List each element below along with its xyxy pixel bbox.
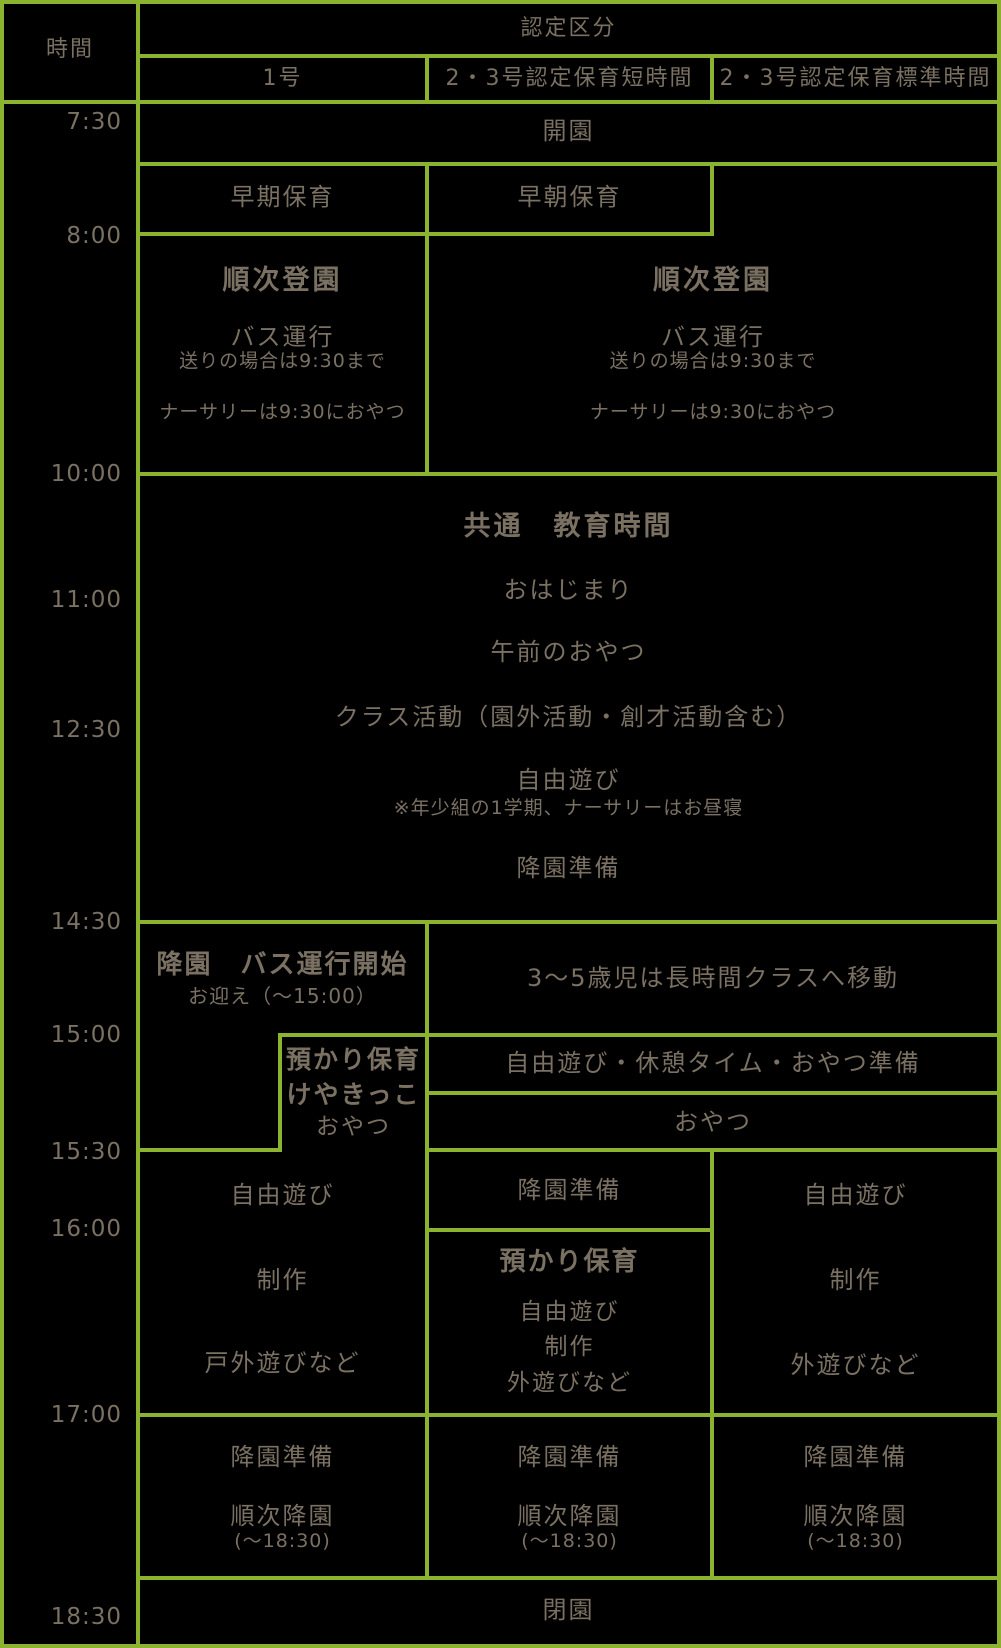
common-item-snack: 午前のおやつ <box>490 637 647 666</box>
arrival-bus-col23: バス運行 <box>661 322 765 351</box>
arrival-bus-note-col1: 送りの場合は9:30まで <box>179 349 386 372</box>
grid-hline-top <box>0 0 1001 4</box>
grid-vline-left-edge <box>0 0 4 1648</box>
azukari-col2-freeplay: 自由遊び <box>519 1299 620 1326</box>
closing-prep-col1: 降園準備 <box>230 1442 335 1471</box>
common-item-class: クラス活動（園外活動・創才活動含む） <box>334 702 803 731</box>
time-label-1230: 12:30 <box>50 717 122 743</box>
grid-hline-1530-right <box>425 1148 1001 1152</box>
keyaki-subtitle: けやきっこ <box>286 1080 421 1110</box>
common-title: 共通 教育時間 <box>463 511 674 543</box>
time-label-1430: 14:30 <box>50 909 122 935</box>
keyaki-item: おやつ <box>316 1114 391 1141</box>
evening-col1-craft: 制作 <box>256 1265 309 1294</box>
cell-open: 開園 <box>542 116 595 145</box>
depart-note-col1: お迎え（～15:00） <box>188 984 377 1008</box>
grid-vline-col12-header <box>425 54 429 104</box>
time-label-1530: 15:30 <box>50 1139 122 1165</box>
cell-early-care-col2: 早朝保育 <box>517 182 622 211</box>
closing-until-col3: (～18:30) <box>807 1529 904 1552</box>
header-col-standard: 2・3号認定保育標準時間 <box>719 65 992 91</box>
closing-prep-col3: 降園準備 <box>803 1442 908 1471</box>
time-label-0800: 8:00 <box>66 223 122 249</box>
evening-col1-freeplay: 自由遊び <box>230 1180 335 1209</box>
time-label-1100: 11:00 <box>50 587 122 613</box>
grid-vline-time-divider <box>136 0 140 1648</box>
azukari-col2-outdoor: 外遊びなど <box>507 1370 632 1397</box>
arrival-title-col23: 順次登園 <box>653 265 773 297</box>
closing-until-col2: (～18:30) <box>521 1529 618 1552</box>
grid-vline-col23-header <box>710 54 714 104</box>
grid-hline-1600 <box>425 1228 714 1232</box>
time-label-1830: 18:30 <box>50 1604 122 1630</box>
azukari-col2-craft: 制作 <box>544 1334 595 1361</box>
header-category-label: 認定区分 <box>520 15 617 41</box>
grid-hline-1430 <box>136 920 1001 924</box>
grid-hline-1500 <box>278 1033 1001 1037</box>
depart-title-col1: 降園 バス運行開始 <box>156 949 409 980</box>
common-note: ※年少組の1学期、ナーサリーはお昼寝 <box>393 796 744 819</box>
closing-depart-col1: 順次降園 <box>230 1501 335 1530</box>
cell-snack-col23: おやつ <box>674 1107 752 1136</box>
grid-hline-header-bottom <box>0 100 1001 104</box>
arrival-bus-col1: バス運行 <box>230 322 335 351</box>
cell-closed: 閉園 <box>542 1595 595 1624</box>
closing-depart-col3: 順次降園 <box>803 1501 908 1530</box>
time-label-1500: 15:00 <box>50 1022 122 1048</box>
header-col-short: 2・3号認定保育短時間 <box>445 65 694 91</box>
grid-hline-snack-top <box>425 1091 1001 1095</box>
closing-prep-col2: 降園準備 <box>517 1442 622 1471</box>
arrival-title-col1: 順次登園 <box>222 265 343 297</box>
grid-hline-1000 <box>136 472 1001 476</box>
grid-vline-col23-evening <box>710 1148 714 1580</box>
grid-vline-col12-evening <box>425 920 429 1580</box>
evening-col3-freeplay: 自由遊び <box>803 1180 908 1209</box>
grid-hline-1530-left <box>136 1148 282 1152</box>
cell-move-col23: 3～5歳児は長時間クラスへ移動 <box>526 963 900 992</box>
cell-early-care-col1: 早期保育 <box>230 182 335 211</box>
grid-vline-keyaki-left <box>278 1033 282 1152</box>
time-label-0730: 7:30 <box>66 109 122 135</box>
arrival-nursery-note-col23: ナーサリーは9:30におやつ <box>589 400 837 423</box>
keyaki-title: 預かり保育 <box>285 1045 421 1075</box>
time-label-1600: 16:00 <box>50 1216 122 1242</box>
closing-depart-col2: 順次降園 <box>517 1501 622 1530</box>
common-prep: 降園準備 <box>516 853 621 882</box>
grid-hline-0800 <box>136 232 714 236</box>
common-item-freeplay: 自由遊び <box>516 765 621 794</box>
cell-free-rest-col23: 自由遊び・休憩タイム・おやつ準備 <box>505 1048 921 1077</box>
evening-col3-outdoor: 外遊びなど <box>790 1350 921 1379</box>
cell-prep-col2: 降園準備 <box>517 1175 622 1204</box>
header-col-1go: 1号 <box>262 65 303 91</box>
evening-col1-outdoor: 戸外遊びなど <box>204 1348 361 1377</box>
grid-hline-close-top <box>136 1576 1001 1580</box>
evening-col3-craft: 制作 <box>829 1265 882 1294</box>
grid-vline-right-edge <box>997 0 1001 1648</box>
grid-vline-col23-morning <box>710 162 714 236</box>
arrival-nursery-note-col1: ナーサリーは9:30におやつ <box>159 400 406 423</box>
arrival-bus-note-col23: 送りの場合は9:30まで <box>609 349 817 372</box>
time-label-1000: 10:00 <box>50 461 122 487</box>
grid-hline-subheader <box>136 54 1001 58</box>
grid-hline-bottom <box>0 1644 1001 1648</box>
azukari-col2-title: 預かり保育 <box>499 1246 640 1277</box>
header-time-label: 時間 <box>45 36 94 62</box>
common-item-ohajimari: おはじまり <box>503 575 634 604</box>
closing-until-col1: (～18:30) <box>234 1529 331 1552</box>
grid-hline-open-bottom <box>136 162 1001 166</box>
grid-vline-col12-morning <box>425 162 429 476</box>
time-label-1700: 17:00 <box>50 1402 122 1428</box>
grid-hline-1700 <box>136 1413 1001 1417</box>
